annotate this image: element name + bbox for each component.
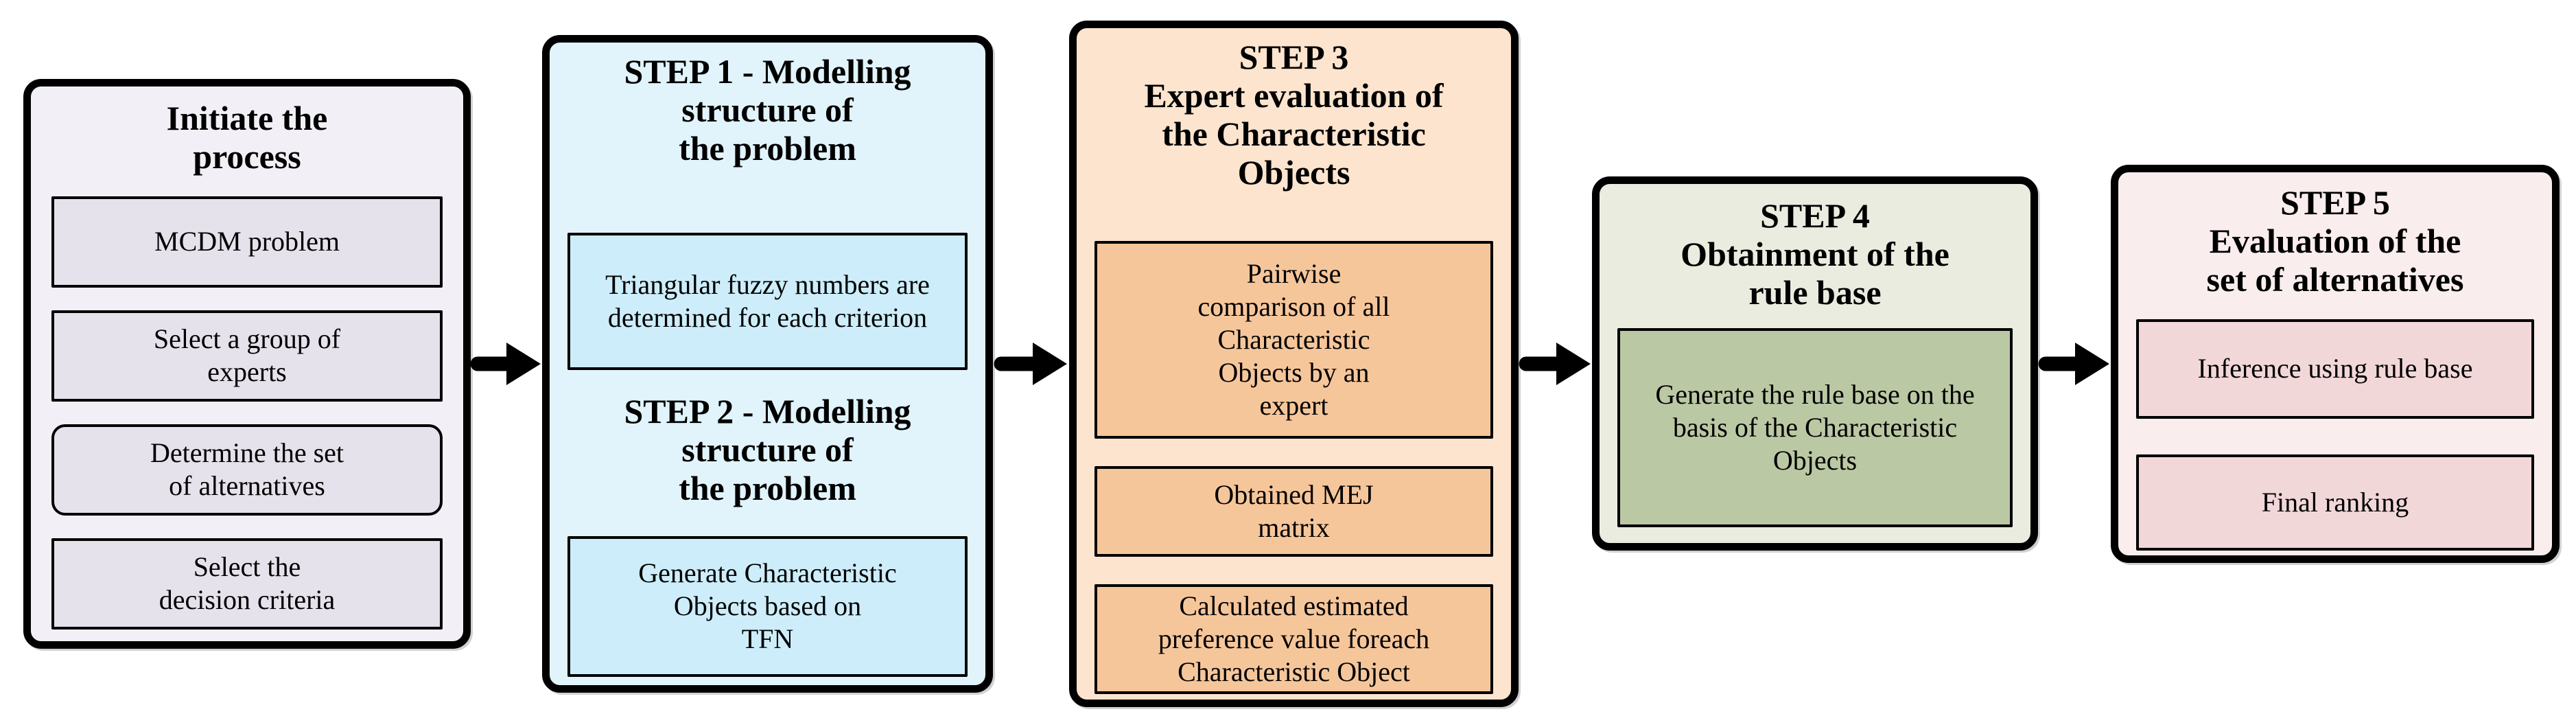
item-determine-alternatives: Determine the set of alternatives: [51, 424, 443, 516]
stage-rule-base: STEP 4 Obtainment of the rule base Gener…: [1592, 176, 2038, 551]
item-triangular-fuzzy-numbers: Triangular fuzzy numbers are determined …: [567, 232, 968, 370]
stage-evaluation-alternatives: STEP 5 Evaluation of the set of alternat…: [2111, 164, 2560, 563]
step4-title: STEP 4 Obtainment of the rule base: [1681, 196, 1949, 312]
step5-title: STEP 5 Evaluation of the set of alternat…: [2206, 183, 2464, 299]
item-generate-rule-base: Generate the rule base on the basis of t…: [1617, 328, 2013, 527]
step2-title: STEP 2 - Modelling structure of the prob…: [624, 391, 911, 507]
item-inference-rule-base: Inference using rule base: [2136, 319, 2534, 419]
item-final-ranking: Final ranking: [2136, 454, 2534, 551]
item-generate-characteristic-objects: Generate Characteristic Objects based on…: [567, 535, 968, 677]
item-estimated-preference-values: Calculated estimated preference value fo…: [1094, 584, 1493, 694]
stage-initiate-process: Initiate the process MCDM problem Select…: [23, 78, 471, 649]
stage-initiate-title: Initiate the process: [166, 98, 328, 176]
item-pairwise-comparison: Pairwise comparison of all Characteristi…: [1094, 240, 1493, 439]
item-select-criteria: Select the decision criteria: [51, 538, 443, 630]
item-mcdm-problem: MCDM problem: [51, 196, 443, 288]
stage-modelling-structure: STEP 1 - Modelling structure of the prob…: [542, 34, 993, 693]
stage-expert-evaluation: STEP 3 Expert evaluation of the Characte…: [1069, 20, 1519, 707]
flow-arrow-4-icon: [2038, 342, 2109, 385]
item-mej-matrix: Obtained MEJ matrix: [1094, 465, 1493, 557]
flow-arrow-3-icon: [1519, 342, 1591, 385]
item-select-experts: Select a group of experts: [51, 310, 443, 402]
flow-arrow-1-icon: [471, 342, 541, 385]
step3-title: STEP 3 Expert evaluation of the Characte…: [1144, 37, 1444, 192]
step1-title: STEP 1 - Modelling structure of the prob…: [624, 51, 911, 168]
flow-arrow-2-icon: [994, 342, 1067, 385]
